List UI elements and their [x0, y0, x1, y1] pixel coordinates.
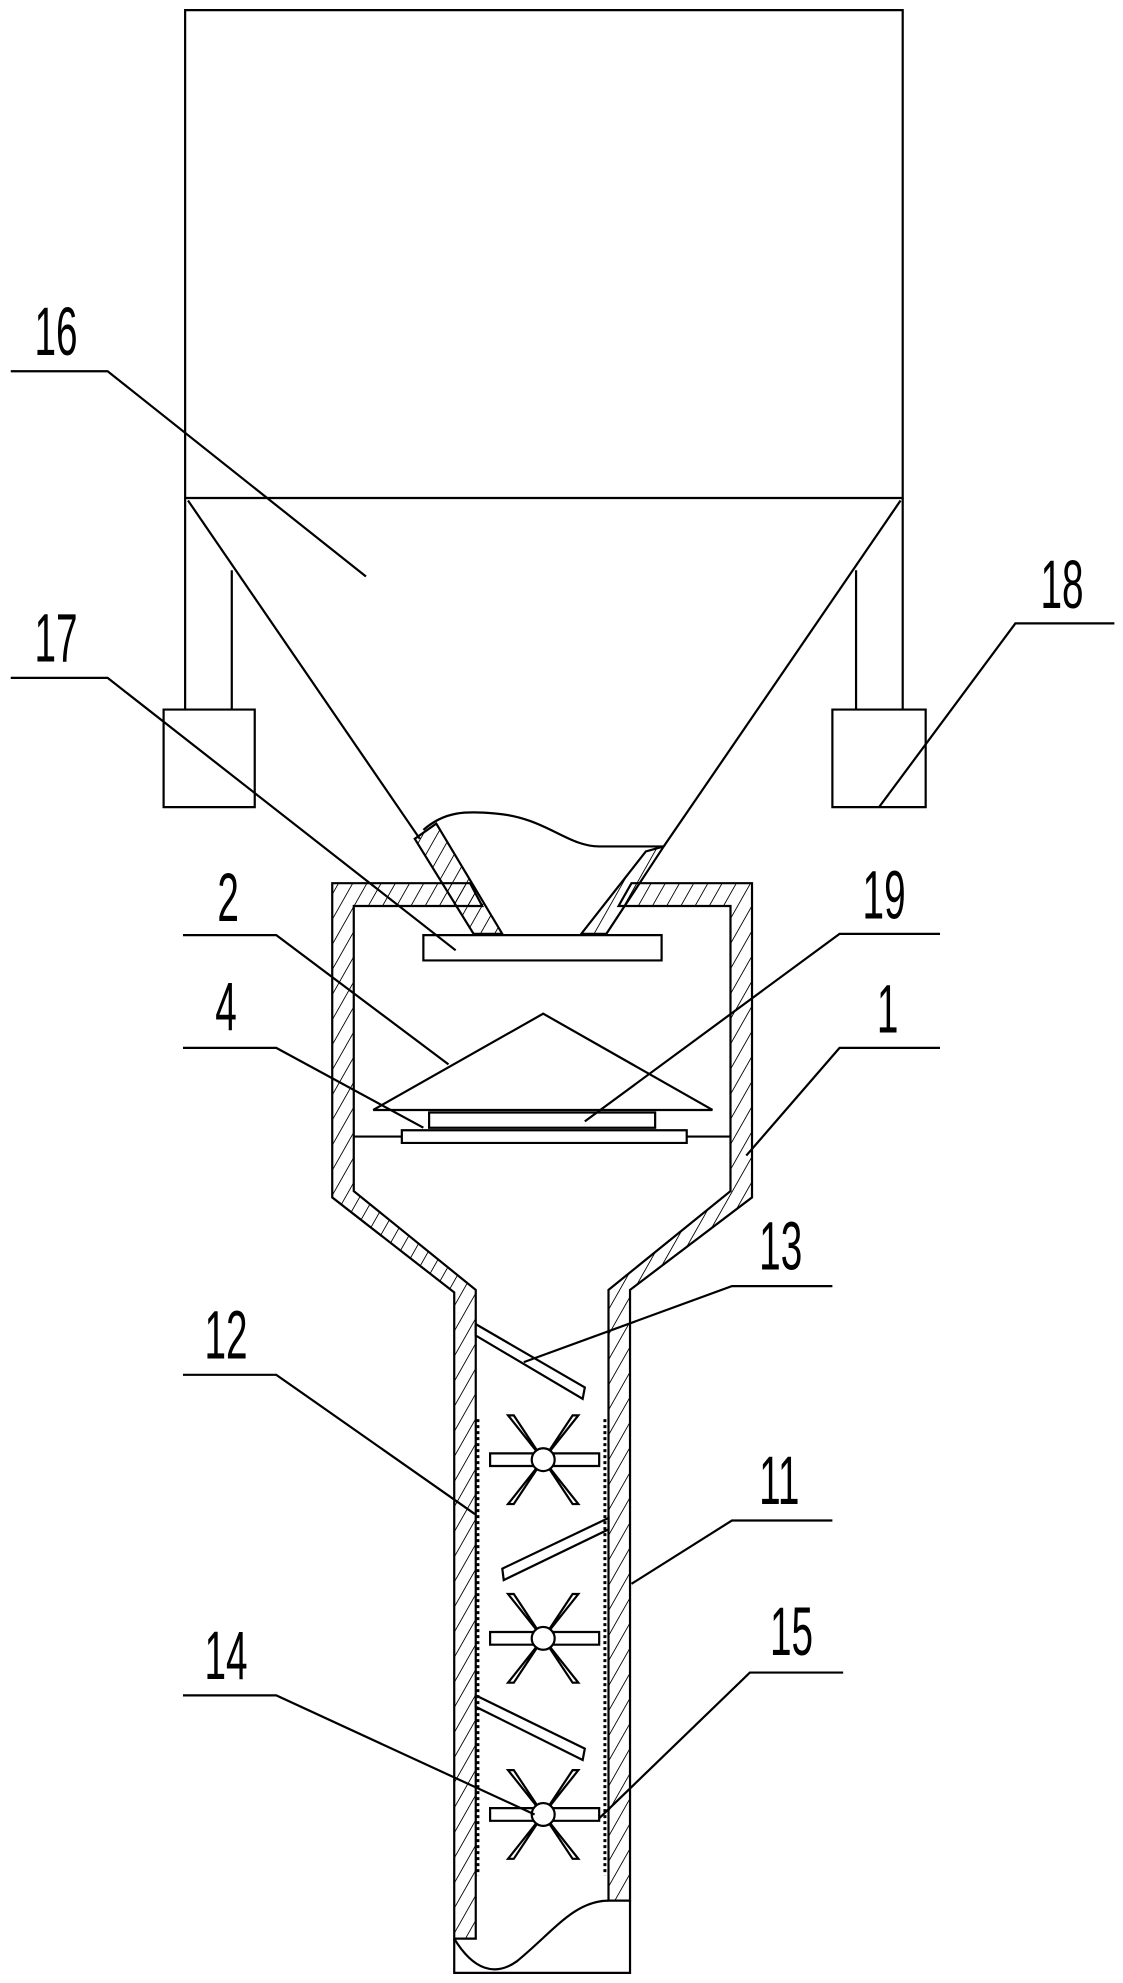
impeller: [490, 1415, 599, 1504]
impeller-blade: [508, 1415, 543, 1459]
right-support: [832, 498, 925, 807]
impeller-blade: [508, 1460, 543, 1504]
label-11: 11: [759, 1443, 799, 1519]
label-13: 13: [759, 1208, 802, 1284]
label-19: 19: [863, 857, 906, 933]
leader-2: 2: [183, 860, 449, 1065]
inclined-plates-13: [476, 1324, 609, 1760]
impeller-blade: [508, 1770, 543, 1814]
impeller-blade: [543, 1415, 578, 1459]
box-18: [832, 710, 925, 808]
leader-14: 14: [183, 1617, 535, 1814]
impeller: [490, 1770, 599, 1859]
impeller: [490, 1594, 599, 1683]
leader-12: 12: [183, 1297, 475, 1514]
leader-13: 13: [524, 1208, 833, 1362]
distribution-plate: [423, 935, 661, 960]
impeller-blade: [543, 1594, 578, 1638]
impeller-hub: [532, 1627, 555, 1650]
label-18: 18: [1040, 547, 1083, 623]
label-14: 14: [205, 1617, 248, 1693]
impeller-blade: [543, 1814, 578, 1858]
label-16: 16: [34, 293, 77, 369]
leader-19: 19: [585, 857, 940, 1121]
label-2: 2: [217, 860, 239, 936]
leader-4: 4: [183, 969, 423, 1128]
label-15: 15: [770, 1593, 813, 1669]
label-1: 1: [877, 971, 899, 1047]
impeller-blade: [508, 1814, 543, 1858]
impeller-blade: [508, 1638, 543, 1682]
impeller-hub: [532, 1448, 555, 1471]
impeller-blade: [508, 1594, 543, 1638]
impeller-blade: [543, 1460, 578, 1504]
left-support: [164, 498, 255, 807]
leader-16: 16: [11, 293, 366, 576]
silo-outlet: [415, 812, 664, 934]
impellers-14: [490, 1415, 599, 1858]
leader-11: 11: [631, 1443, 832, 1584]
cone-2: [373, 1014, 712, 1110]
label-4: 4: [215, 969, 237, 1045]
impeller-hub: [532, 1803, 555, 1826]
vibrating-plate-19: [373, 1110, 712, 1128]
leader-1: 1: [746, 971, 940, 1155]
impeller-blade: [543, 1638, 578, 1682]
label-17: 17: [34, 600, 77, 676]
leader-15: 15: [599, 1593, 843, 1818]
label-12: 12: [205, 1297, 248, 1373]
silo-16: [185, 10, 903, 846]
leader-17: 17: [11, 600, 456, 950]
leader-18: 18: [879, 547, 1114, 807]
impeller-blade: [543, 1770, 578, 1814]
box-17: [164, 710, 255, 808]
support-rod-4: [354, 1130, 731, 1143]
